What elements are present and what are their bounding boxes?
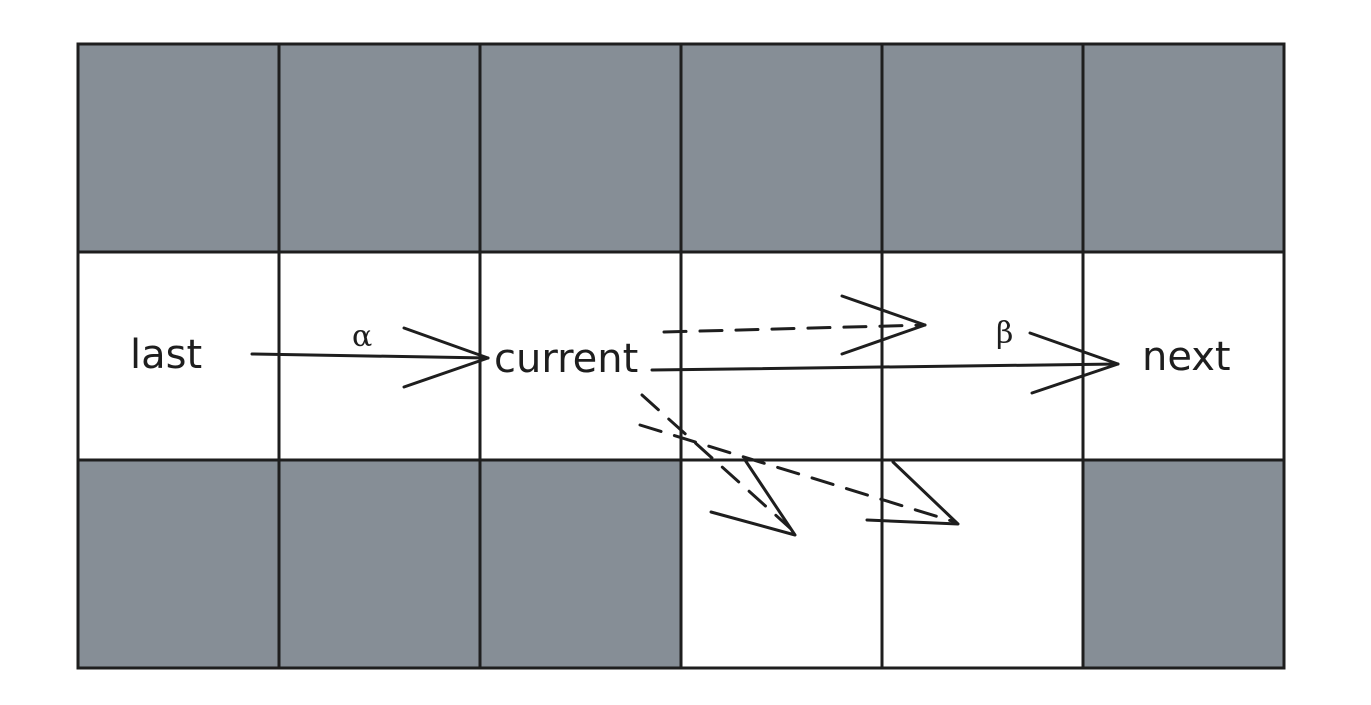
grid-cell-0-3-blocked: [679, 42, 884, 254]
arrow-current-to-next: [650, 331, 1120, 395]
label-last: last: [130, 332, 202, 378]
label-next: next: [1142, 334, 1231, 380]
grid-cell-0-4-blocked: [880, 42, 1085, 254]
grid: [76, 42, 1286, 670]
label-beta: β: [996, 316, 1013, 351]
grid-cell-2-3-open: [679, 458, 884, 670]
grid-cell-1-2-open: [478, 250, 683, 462]
grid-cell-1-0-open: [76, 250, 281, 462]
grid-cell-1-5-open: [1081, 250, 1286, 462]
grid-cell-0-1-blocked: [277, 42, 482, 254]
dashed-arrow-current-to-below: [640, 393, 797, 537]
arrow-last-to-current: [250, 326, 490, 389]
grid-cell-1-4-open: [880, 250, 1085, 462]
grid-cell-2-1-blocked: [277, 458, 482, 670]
grid-cell-2-4-open: [880, 458, 1085, 670]
label-current: current: [494, 336, 638, 382]
grid-cell-0-5-blocked: [1081, 42, 1286, 254]
grid-cell-2-0-blocked: [76, 458, 281, 670]
dashed-arrow-current-to-right: [662, 294, 927, 356]
dashed-arrow-current-to-below-right: [638, 423, 960, 526]
grid-cell-2-2-blocked: [478, 458, 683, 670]
label-alpha: α: [352, 319, 372, 354]
grid-cell-0-2-blocked: [478, 42, 683, 254]
grid-cell-2-5-blocked: [1081, 458, 1286, 670]
grid-cell-0-0-blocked: [76, 42, 281, 254]
grid-cell-1-3-open: [679, 250, 884, 462]
